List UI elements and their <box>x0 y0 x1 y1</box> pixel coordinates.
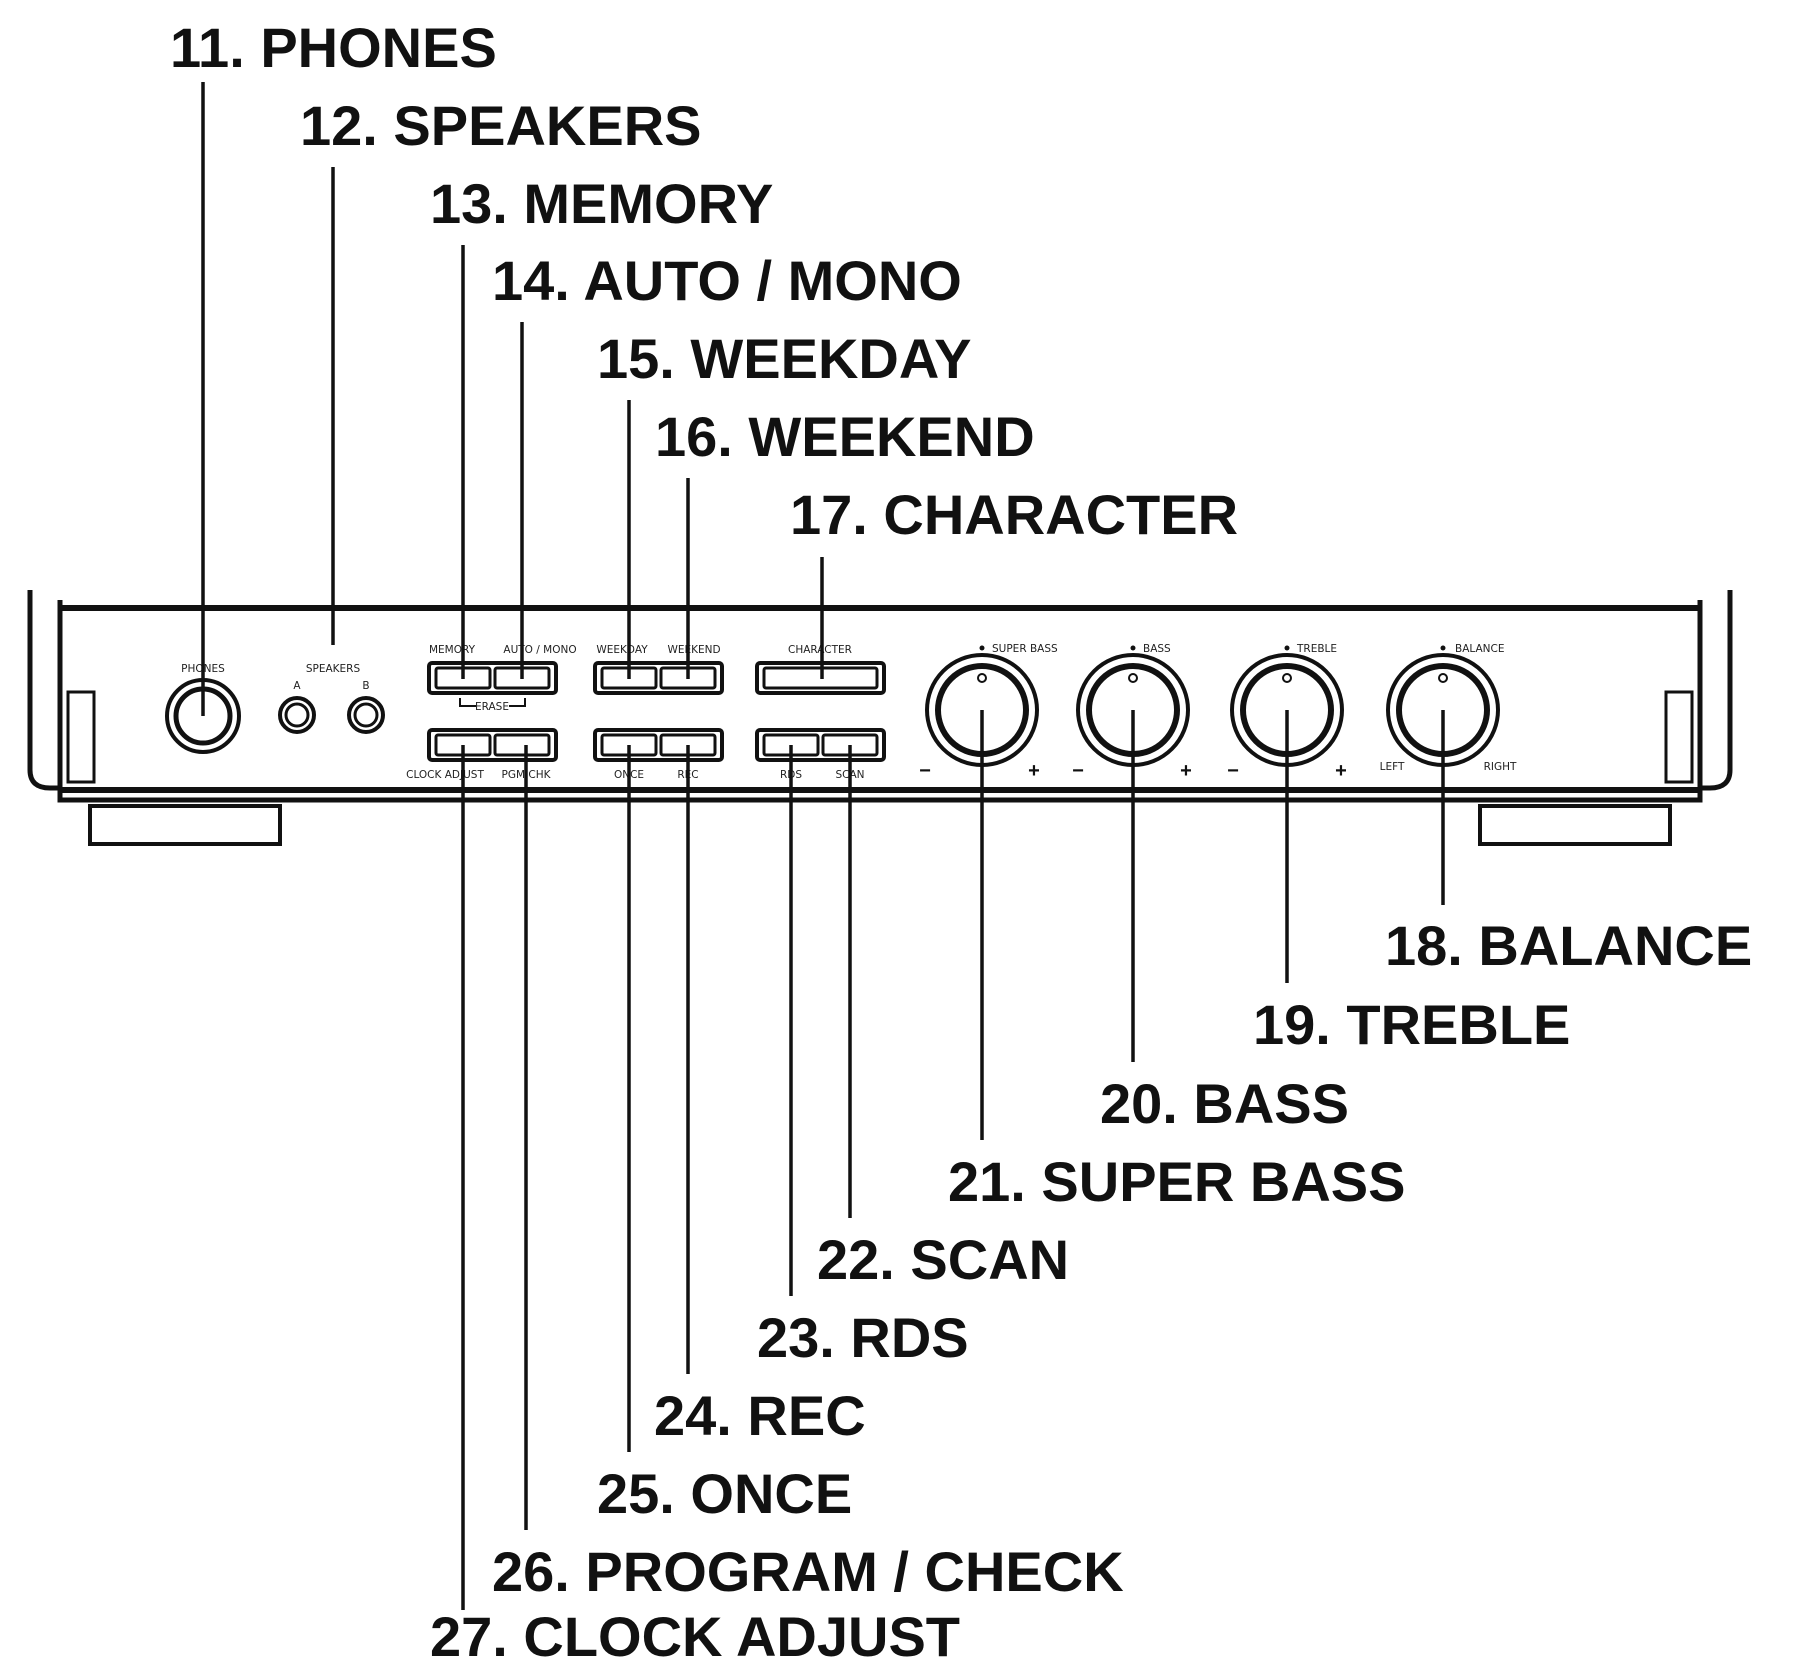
callout-23-rds: 23. RDS <box>757 1306 969 1369</box>
bass-panel-label: BASS <box>1143 643 1171 655</box>
super-bass-knob[interactable]: SUPER BASS − + <box>919 643 1058 782</box>
weekday-weekend-buttons <box>593 661 724 695</box>
bass-minus: − <box>1072 760 1084 782</box>
treble-plus: + <box>1335 760 1347 782</box>
clock-adjust-panel-label: CLOCK ADJUST <box>406 769 484 781</box>
weekday-panel-label: WEEKDAY <box>596 644 648 656</box>
clock-adjust-pgm-chk-buttons <box>427 728 558 762</box>
rds-scan-buttons <box>755 728 886 762</box>
right-foot <box>1478 804 1672 846</box>
callout-26-program-check: 26. PROGRAM / CHECK <box>492 1540 1124 1603</box>
speakers-buttons: SPEAKERS A B <box>278 663 385 734</box>
speaker-b-label: B <box>362 680 369 692</box>
callout-24-rec: 24. REC <box>654 1384 866 1447</box>
speakers-panel-label: SPEAKERS <box>306 663 361 675</box>
program-check-button[interactable] <box>493 733 551 757</box>
super-bass-minus: − <box>919 760 931 782</box>
callout-12-speakers: 12. SPEAKERS <box>300 94 702 157</box>
callout-20-bass: 20. BASS <box>1100 1072 1349 1135</box>
erase-panel-label: ERASE <box>475 701 509 713</box>
super-bass-plus: + <box>1028 760 1040 782</box>
speaker-a-button[interactable] <box>278 696 316 734</box>
treble-minus: − <box>1227 760 1239 782</box>
callout-22-scan: 22. SCAN <box>817 1228 1069 1291</box>
auto-mono-panel-label: AUTO / MONO <box>503 644 576 656</box>
callout-14-auto-mono: 14. AUTO / MONO <box>492 249 962 312</box>
callout-16-weekend: 16. WEEKEND <box>655 405 1035 468</box>
callout-15-weekday: 15. WEEKDAY <box>597 327 972 390</box>
callout-18-balance: 18. BALANCE <box>1385 914 1752 977</box>
balance-left-label: LEFT <box>1380 761 1405 773</box>
callout-11-phones: 11. PHONES <box>170 16 497 79</box>
balance-knob[interactable]: BALANCE LEFT RIGHT <box>1380 643 1517 773</box>
character-panel-label: CHARACTER <box>788 644 852 656</box>
balance-panel-label: BALANCE <box>1455 643 1504 655</box>
memory-panel-label: MEMORY <box>429 644 476 656</box>
bottom-leader-lines <box>461 710 1445 1610</box>
callout-27-clock-adjust: 27. CLOCK ADJUST <box>430 1605 960 1660</box>
speaker-a-label: A <box>293 680 301 692</box>
top-leader-lines <box>201 82 824 716</box>
left-foot <box>88 804 282 846</box>
bass-plus: + <box>1180 760 1192 782</box>
callout-13-memory: 13. MEMORY <box>430 172 773 235</box>
balance-right-label: RIGHT <box>1484 761 1517 773</box>
treble-panel-label: TREBLE <box>1296 643 1337 655</box>
callout-17-character: 17. CHARACTER <box>790 483 1238 546</box>
callout-25-once: 25. ONCE <box>597 1462 852 1525</box>
callout-labels: 11. PHONES 12. SPEAKERS 13. MEMORY 14. A… <box>170 16 1752 1660</box>
weekend-panel-label: WEEKEND <box>667 644 720 656</box>
once-rec-buttons <box>593 728 724 762</box>
erase-bracket: ERASE <box>459 698 526 713</box>
super-bass-panel-label: SUPER BASS <box>992 643 1058 655</box>
callout-21-super-bass: 21. SUPER BASS <box>948 1150 1406 1213</box>
speaker-b-button[interactable] <box>347 696 385 734</box>
memory-auto-mono-buttons <box>427 661 558 695</box>
callout-19-treble: 19. TREBLE <box>1253 993 1570 1056</box>
